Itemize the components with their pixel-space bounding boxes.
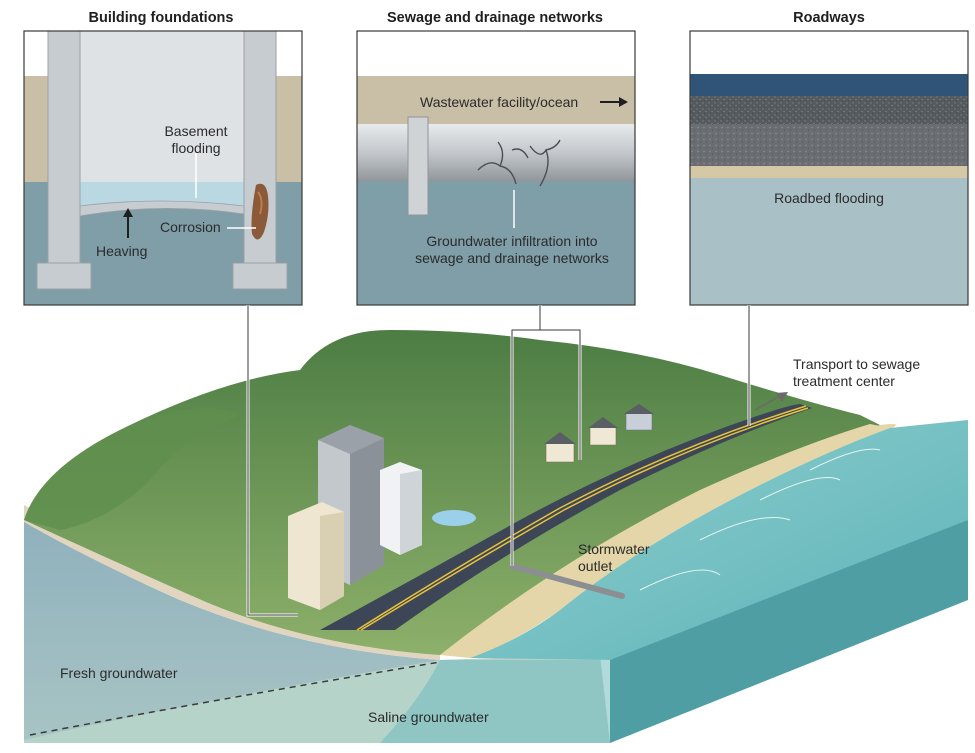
label-basement-line2: flooding	[171, 140, 220, 156]
label-heaving: Heaving	[96, 243, 147, 259]
label-transport-line1: Transport to sewage	[793, 356, 920, 372]
panel-title-roadways: Roadways	[793, 10, 865, 26]
asphalt-layer	[690, 96, 968, 124]
roadways-panel: Roadways Roadbed flooding	[689, 10, 969, 306]
label-infiltration-line1: Groundwater infiltration into	[426, 233, 597, 249]
beach	[440, 424, 890, 658]
pipe-joint	[407, 116, 429, 216]
house-2	[588, 417, 618, 446]
left-column	[47, 30, 81, 264]
pond	[432, 510, 476, 526]
label-facility: Wastewater facility/ocean	[420, 94, 578, 110]
white-building	[380, 462, 422, 555]
sand-layer	[690, 166, 968, 178]
connector-foundations	[247, 305, 298, 616]
label-saline-groundwater: Saline groundwater	[368, 709, 489, 725]
beige-building	[288, 502, 344, 610]
ocean-front-face	[380, 660, 610, 743]
label-stormwater-line1: Stormwater	[578, 541, 650, 557]
road	[320, 404, 812, 630]
label-infiltration-line2: sewage and drainage networks	[415, 250, 609, 266]
house-1	[544, 432, 576, 463]
label-basement-line1: Basement	[164, 123, 227, 139]
wave-lines	[639, 448, 881, 591]
transport-arrow-icon	[754, 395, 781, 411]
sewage-drainage-panel: Sewage and drainage networks Wastewater …	[356, 10, 636, 306]
sewer-pipe	[357, 124, 635, 182]
stormwater-outlet-pipe	[509, 563, 625, 599]
groundwater-layer	[357, 182, 635, 305]
base-layer	[690, 124, 968, 166]
road-surface	[690, 74, 968, 96]
label-stormwater-line2: outlet	[578, 558, 612, 574]
connector-sewage	[511, 305, 581, 566]
label-roadbed-flooding: Roadbed flooding	[774, 190, 884, 206]
pipe-cracks	[477, 139, 561, 187]
house-3	[624, 404, 654, 431]
ocean-side-face	[610, 520, 968, 743]
building-foundations-panel: Building foundations Basement flooding C…	[23, 10, 303, 306]
label-fresh-groundwater: Fresh groundwater	[60, 665, 178, 681]
coastal-landscape: Transport to sewage treatment center Sto…	[24, 305, 968, 743]
flooded-roadbed	[690, 178, 968, 305]
panel-title-sewage: Sewage and drainage networks	[387, 10, 603, 26]
label-transport-line2: treatment center	[793, 373, 895, 389]
left-footing	[36, 262, 92, 290]
right-footing	[232, 262, 288, 290]
panel-title-foundations: Building foundations	[89, 10, 234, 26]
basement-space	[80, 31, 244, 182]
label-corrosion: Corrosion	[160, 219, 221, 235]
fresh-saline-interface	[29, 661, 441, 736]
green-hill	[24, 330, 880, 655]
ocean-surface	[470, 420, 968, 660]
